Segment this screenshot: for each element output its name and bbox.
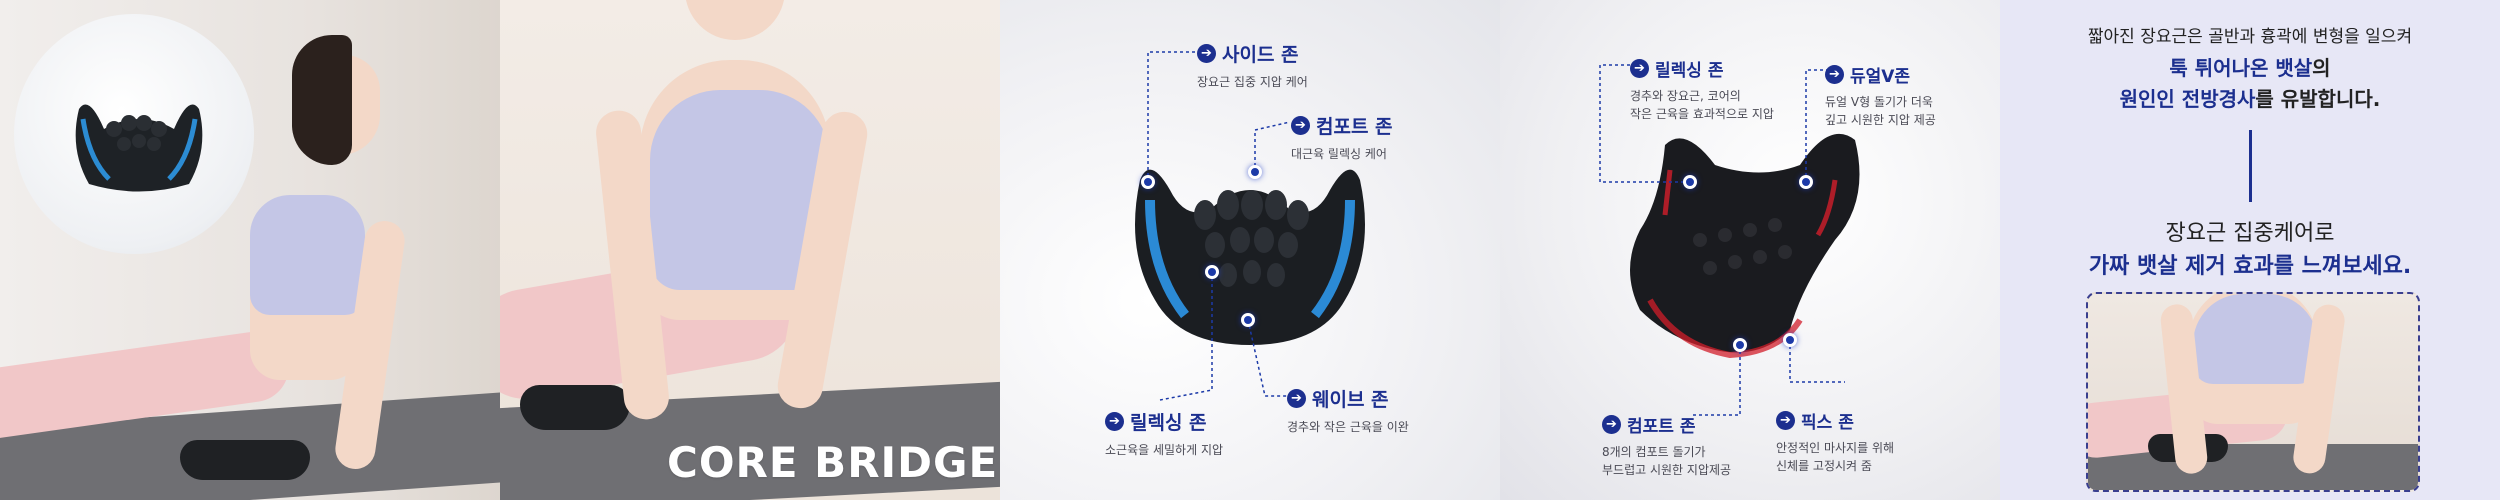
zone-dot: [1733, 338, 1747, 352]
message-line-3: 원인인 전방경사를 유발합니다.: [2000, 83, 2500, 112]
zone-dot: [1248, 165, 1262, 179]
arrow-circle-icon: ➔: [1105, 412, 1124, 431]
message-line-5: 가짜 뱃살 제거 효과를 느껴보세요.: [2000, 248, 2500, 280]
model-hair: [292, 35, 352, 165]
callout-desc-line: 경추와 장요근, 코어의: [1630, 89, 1741, 103]
zone-dot: [1799, 175, 1813, 189]
message-line-2: 툭 튀어나온 뱃살의: [2000, 52, 2500, 81]
arrow-circle-icon: ➔: [1825, 65, 1844, 84]
callout-side-zone: ➔ 사이드 존 장요근 집중 지압 케어 ➔ 컴포트 존 대근육 릴렉싱 케어: [1197, 40, 1393, 161]
arrow-circle-icon: ➔: [1197, 44, 1216, 63]
callout-desc-line: 안정적인 마사지를 위해: [1776, 441, 1895, 455]
callout-desc: 소근육을 세밀하게 지압: [1105, 443, 1224, 457]
callout-desc-line: 작은 근육을 효과적으로 지압: [1630, 107, 1774, 121]
callout-title: 릴렉싱 존: [1130, 412, 1207, 434]
callout-desc: 장요근 집중 지압 케어: [1197, 75, 1308, 89]
callout-wave-zone: ➔ 웨이브 존 경추와 작은 근육을 이완: [1287, 385, 1409, 436]
arrow-circle-icon: ➔: [1287, 389, 1306, 408]
callout-title: 컴포트 존: [1316, 116, 1393, 138]
callout-title: 픽스 존: [1801, 413, 1854, 433]
arrow-circle-icon: ➔: [1291, 116, 1310, 135]
zone-dot: [1683, 175, 1697, 189]
callout-title: 웨이브 존: [1312, 389, 1389, 411]
plain-text: 의: [2312, 56, 2331, 80]
callout-desc: 경추와 작은 근육을 이완: [1287, 420, 1409, 434]
model-chin: [685, 0, 785, 40]
highlight-text: 가짜 뱃살 제거 효과: [2088, 254, 2274, 279]
zone-dot: [1783, 333, 1797, 347]
plain-text: 를 유발합니다.: [2255, 87, 2381, 111]
sports-top: [250, 195, 365, 315]
callout-title: 컴포트 존: [1627, 417, 1696, 437]
product-under-body: [520, 385, 630, 430]
message-line-4: 장요근 집중케어로: [2165, 221, 2335, 246]
highlight-text: 를 느껴보세요.: [2273, 254, 2412, 279]
product-inset-image: [75, 104, 203, 192]
model-photo-frame: [2086, 292, 2420, 492]
callout-relaxing-zone: ➔ 릴렉싱 존 소근육을 세밀하게 지압: [1105, 408, 1223, 459]
callout-desc-line: 듀얼 V형 돌기가 더욱: [1825, 95, 1933, 109]
callout-comfort-zone: ➔ 컴포트 존 대근육 릴렉싱 케어: [1291, 112, 1393, 163]
callout-desc-line: 깊고 시원한 지압 제공: [1825, 113, 1936, 127]
divider-line: [2249, 130, 2252, 202]
callout-desc-line: 8개의 컴포트 돌기가: [1602, 445, 1706, 459]
brand-logo: CORE BRIDGE: [667, 438, 999, 487]
zone-dot: [1241, 313, 1255, 327]
panel-pose-2: [500, 0, 1000, 500]
panel-zones-front: ➔ 사이드 존 장요근 집중 지압 케어 ➔ 컴포트 존 대근육 릴렉싱 케어 ➔ 릴…: [1000, 0, 1500, 500]
highlight-text: 툭 튀어나온 뱃살: [2169, 56, 2313, 80]
panel-message: 짧아진 장요근은 골반과 흉곽에 변형을 일으켜 툭 튀어나온 뱃살의 원인인 …: [2000, 0, 2500, 500]
sports-top: [2193, 294, 2318, 384]
callout-title: 듀얼V존: [1850, 67, 1911, 87]
arrow-circle-icon: ➔: [1602, 415, 1621, 434]
product-under-body: [180, 440, 310, 480]
highlight-text: 원인인 전방경사: [2119, 87, 2256, 111]
callout-title: 릴렉싱 존: [1655, 61, 1724, 81]
panel-pose-1: [0, 0, 500, 500]
arrow-circle-icon: ➔: [1630, 59, 1649, 78]
callout-title: 사이드 존: [1222, 44, 1299, 66]
message-line-1: 짧아진 장요근은 골반과 흉곽에 변형을 일으켜: [2087, 27, 2413, 47]
callout-desc: 대근육 릴렉싱 케어: [1291, 147, 1387, 161]
callout-desc-line: 부드럽고 시원한 지압제공: [1602, 463, 1732, 477]
zone-dot: [1141, 175, 1155, 189]
zone-dot: [1205, 265, 1219, 279]
arrow-circle-icon: ➔: [1776, 411, 1795, 430]
callout-desc-line: 신체를 고정시켜 줌: [1776, 459, 1872, 473]
product-inset-circle: [14, 14, 254, 254]
